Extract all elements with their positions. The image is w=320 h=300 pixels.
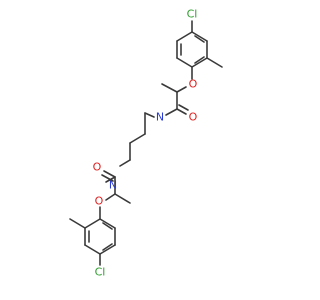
bond [165,108,178,116]
bond [129,133,146,144]
ether-oxygen-label: O [189,78,198,91]
bond [69,218,86,229]
bond [176,31,193,42]
bond [102,222,113,230]
bond [194,35,205,43]
bond [194,56,205,64]
bond [178,104,189,111]
chlorine-label: Cl [95,266,106,279]
bond [191,57,208,68]
bond [144,112,155,118]
amide-nitrogen-label: N [109,179,117,192]
bond [84,244,101,255]
amide-nitrogen-label: N [156,111,164,124]
chlorine-label: Cl [187,8,198,21]
bond [114,193,131,204]
bond [105,193,116,201]
atom-labels: Cl O O N N O O Cl [93,8,198,279]
bond [206,57,223,68]
bond [191,31,208,42]
bond [102,243,113,251]
bonds [69,20,223,266]
bond [84,218,101,229]
bond [99,218,116,229]
bond [103,170,116,178]
bond [99,244,116,255]
bond [161,83,178,93]
carbonyl-oxygen-label: O [93,161,102,174]
chemical-structure: Cl O O N N O O Cl [69,8,223,279]
bond [119,159,131,167]
ether-oxygen-label: O [95,195,104,208]
bond [176,57,193,68]
carbonyl-oxygen-label: O [189,111,198,124]
bond [176,86,187,93]
bond [176,108,187,115]
bond [101,174,114,182]
